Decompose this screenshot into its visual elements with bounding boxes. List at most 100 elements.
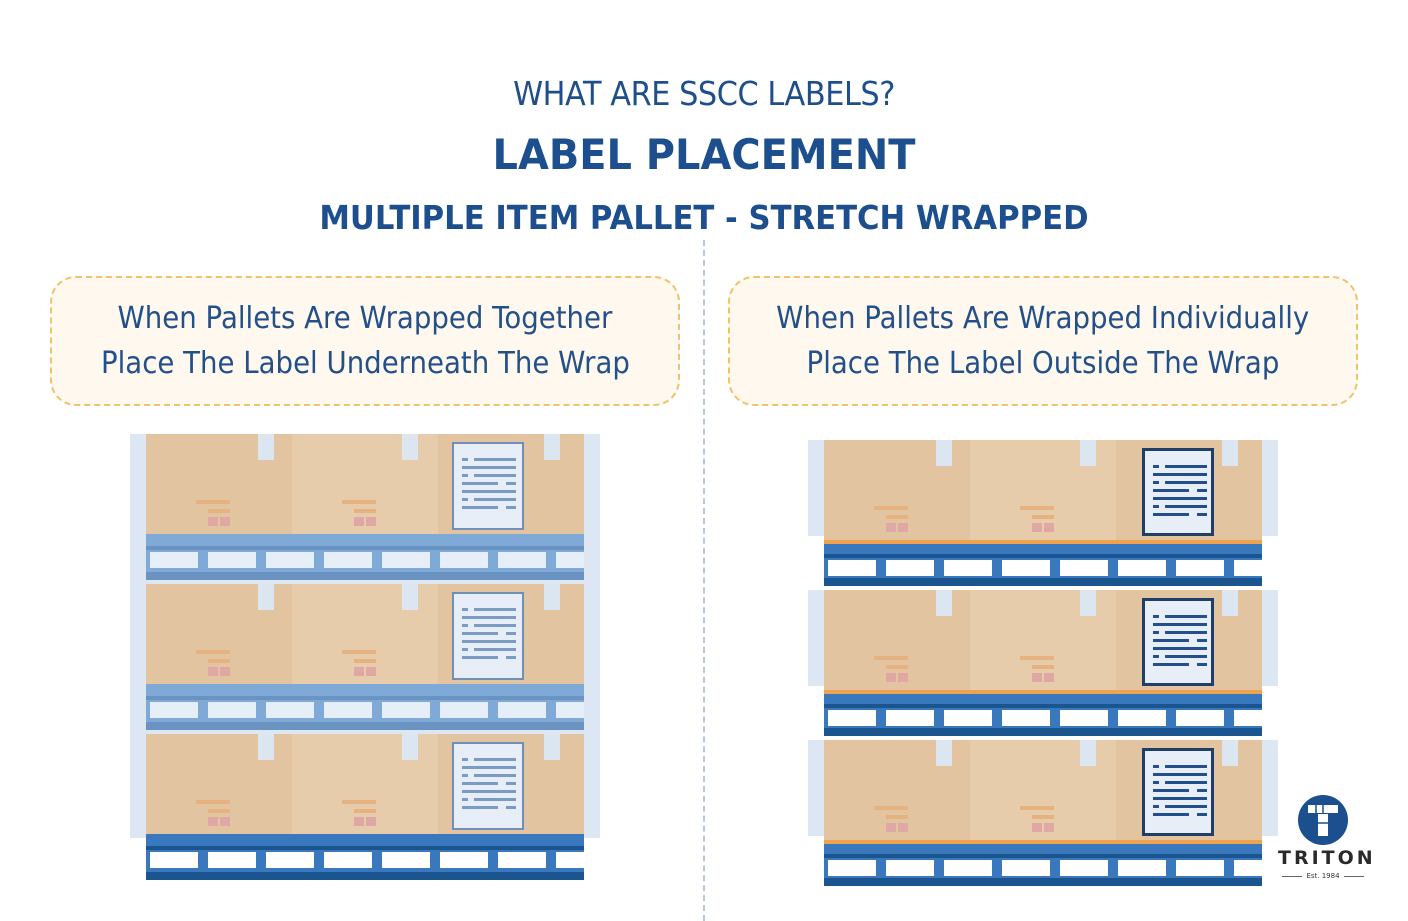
eyebrow-heading: WHAT ARE SSCC LABELS? [513, 74, 895, 113]
label-text-line [1153, 615, 1159, 618]
mark-square [208, 817, 218, 826]
pallet-deck-shadow [146, 696, 584, 700]
logo-mark-icon [1298, 795, 1348, 845]
center-divider [703, 240, 705, 921]
tape-strip [258, 584, 274, 610]
pallet-bottom [146, 722, 584, 730]
caption-box-left: When Pallets Are Wrapped Together Place … [50, 276, 680, 406]
pallet-slot [1176, 710, 1224, 726]
mark-square [366, 817, 376, 826]
pallet-slot [1234, 560, 1262, 576]
pallet-slot [382, 552, 430, 568]
label-text-line [462, 624, 468, 627]
pallet-slot [324, 702, 372, 718]
mark-line [874, 806, 908, 810]
mark-line [208, 659, 230, 663]
label-text-line [1153, 473, 1207, 476]
pallet-bottom [146, 872, 584, 880]
pallet-slot [828, 860, 876, 876]
mark-line [354, 659, 376, 663]
mark-line [886, 815, 908, 819]
label-text-line [506, 632, 516, 635]
label-text-line [1153, 497, 1207, 500]
label-text-line [462, 616, 516, 619]
mark-square [1044, 673, 1054, 682]
pallet-bottom [146, 572, 584, 580]
label-text-line [462, 758, 468, 761]
pallet-slot [1002, 860, 1050, 876]
pallet-slot [498, 852, 546, 868]
logo-name: TRITON [1278, 847, 1376, 869]
pallet-slot [1002, 560, 1050, 576]
mark-line [342, 650, 376, 654]
tape-strip [258, 734, 274, 760]
pallet-deck-shadow [824, 704, 1262, 708]
pallet-slot [556, 852, 584, 868]
pallet-slot [556, 702, 584, 718]
pallet-slot [440, 852, 488, 868]
label-text-line [1153, 639, 1189, 642]
mark-square [886, 523, 896, 532]
mark-square [898, 823, 908, 832]
tape-strip [1222, 440, 1238, 466]
mark-line [874, 656, 908, 660]
label-text-line [1165, 465, 1207, 468]
sscc-label-icon [1142, 748, 1214, 836]
mark-square [220, 817, 230, 826]
label-text-line [1153, 663, 1189, 666]
pallet-edge [824, 540, 1262, 544]
pallet-slot [1118, 860, 1166, 876]
tape-strip [936, 740, 952, 766]
mark-line [196, 500, 230, 504]
label-text-line [506, 506, 516, 509]
mark-line [1020, 506, 1054, 510]
pallet-slot [150, 702, 198, 718]
mark-square [1032, 673, 1042, 682]
pallet-slot [208, 702, 256, 718]
pallet-slot [1060, 710, 1108, 726]
mark-square [354, 817, 364, 826]
pallet-slot [150, 552, 198, 568]
mark-square [220, 667, 230, 676]
pallet-edge [824, 690, 1262, 694]
label-text-line [462, 632, 498, 635]
caption-line-2: Place The Label Outside The Wrap [806, 346, 1280, 381]
tape-strip [544, 734, 560, 760]
mark-square [1032, 523, 1042, 532]
mark-square [1044, 523, 1054, 532]
label-text-line [462, 806, 498, 809]
caption-line-1: When Pallets Are Wrapped Together [117, 301, 613, 336]
label-text-line [1165, 765, 1207, 768]
pallet-slot [266, 852, 314, 868]
tape-strip [258, 434, 274, 460]
label-text-line [1153, 505, 1159, 508]
label-text-line [1153, 465, 1159, 468]
pallet-base [824, 540, 1262, 586]
label-text-line [462, 790, 516, 793]
mark-line [196, 650, 230, 654]
mark-line [1020, 656, 1054, 660]
mark-square [366, 517, 376, 526]
label-text-line [1165, 631, 1207, 634]
pallet-base [146, 834, 584, 880]
pallet-slot [1118, 560, 1166, 576]
mark-line [886, 515, 908, 519]
pallet-slot [1176, 860, 1224, 876]
pallet-slot [828, 710, 876, 726]
label-text-line [462, 798, 468, 801]
pallet-deck [146, 534, 584, 546]
tape-strip [1080, 740, 1096, 766]
pallet-bottom [824, 878, 1262, 886]
label-text-line [506, 806, 516, 809]
sscc-label-icon [452, 742, 524, 830]
label-text-line [1153, 623, 1207, 626]
label-text-line [1165, 481, 1207, 484]
label-text-line [474, 498, 516, 501]
label-text-line [462, 458, 468, 461]
label-text-line [506, 782, 516, 785]
pallet-slot [150, 852, 198, 868]
pallet-slot [324, 552, 372, 568]
label-text-line [462, 506, 498, 509]
mark-line [354, 809, 376, 813]
label-text-line [1153, 647, 1207, 650]
